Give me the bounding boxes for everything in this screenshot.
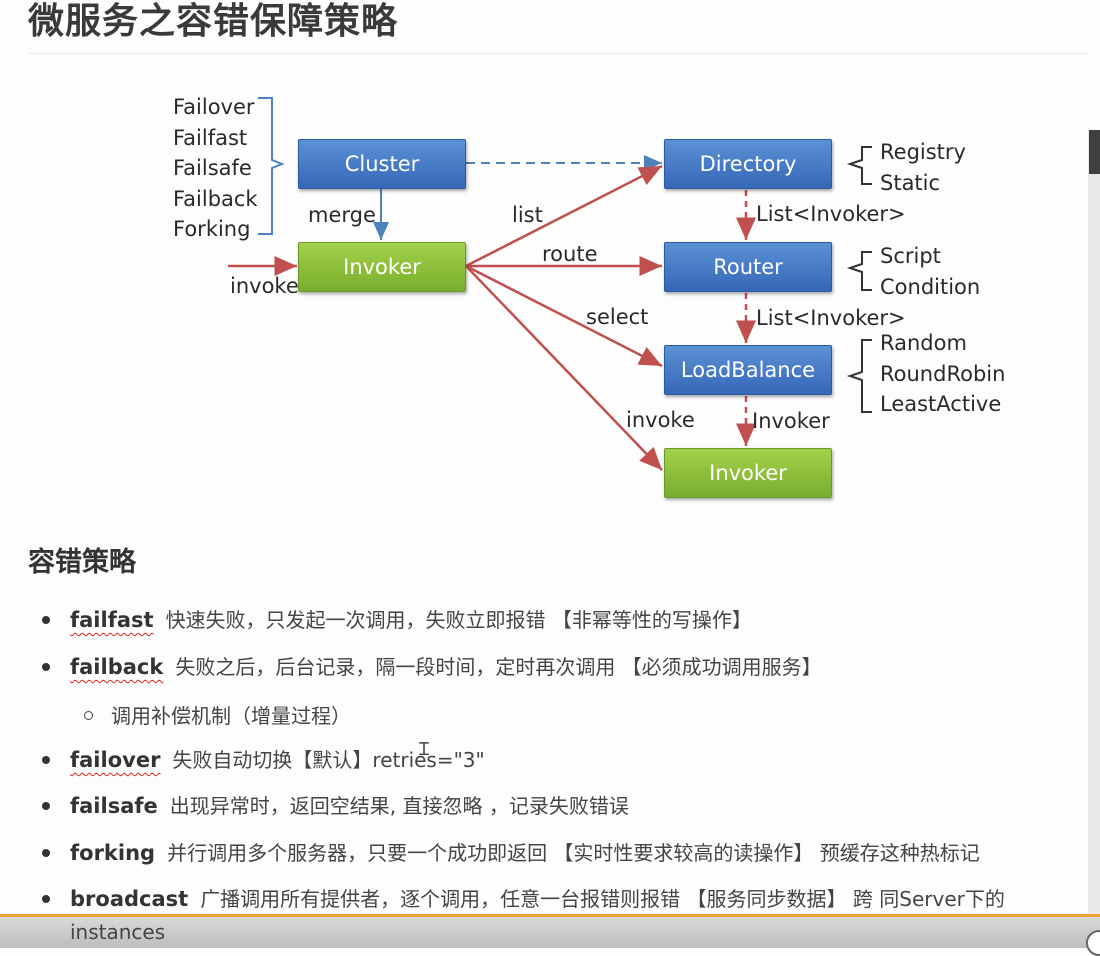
cluster-mode-forking: Forking [173,217,251,241]
cluster-mode-failback: Failback [173,186,258,211]
strategy-forking: forking 并行调用多个服务器，只要一个成功即返回 【实时性要求较高的读操作】… [42,837,980,866]
strategy-desc: 广播调用所有提供者，逐个调用，任意一台报错则报错 【服务同步数据】 跨 同Ser… [200,887,1005,911]
bullet [42,801,50,810]
directory-types-list: Registry Static [880,137,966,198]
cluster-modes-bracket [258,97,285,235]
invoke-out-label: invoke [626,408,695,432]
directory-router-label: List<Invoker> [756,202,906,226]
router-types-list: Script Condition [880,241,980,302]
route-label: route [542,242,598,266]
corner-button[interactable] [1086,930,1100,956]
loadbalance-type-roundrobin: RoundRobin [880,361,1006,386]
diagram-connectors [228,97,872,471]
strategy-failfast: failfast 快速失败，只发起一次调用，失败立即报错 【非幂等性的写操作】 [42,604,752,633]
scrollbar-thumb[interactable] [1089,130,1100,174]
invoker-box-right: Invoker [664,448,832,498]
router-type-script: Script [880,244,941,268]
strategy-broadcast: broadcast 广播调用所有提供者，逐个调用，任意一台报错则报错 【服务同步数… [42,883,1005,912]
strategy-keyword: failfast [70,608,154,632]
progress-line [0,914,1100,917]
loadbalance-invoker-label: Invoker [752,409,830,433]
section-title: 容错策略 [28,547,136,578]
strategy-keyword: failover [70,748,161,772]
bullet [42,755,50,764]
bullet [42,662,50,671]
merge-label: merge [308,203,376,227]
list-arrow [465,164,663,268]
select-label: select [586,305,649,329]
loadbalance-types-list: Random RoundRobin LeastActive [880,328,1005,420]
strategy-failover: failover 失败自动切换【默认】retries="3" [42,744,485,773]
strategy-keyword: failsafe [70,794,158,818]
directory-box: Directory [664,139,832,189]
strategy-failsafe: failsafe 出现异常时，返回空结果, 直接忽略 ，记录失败错误 [42,790,629,819]
strategy-desc: 失败之后，后台记录，隔一段时间，定时再次调用 【必须成功调用服务】 [175,655,822,679]
strategy-desc: 出现异常时，返回空结果, 直接忽略 ，记录失败错误 [169,794,629,818]
directory-type-registry: Registry [880,140,966,164]
cluster-box: Cluster [298,139,466,189]
strategy-keyword: forking [70,841,156,865]
cluster-mode-failover: Failover [173,95,255,119]
select-arrow [465,264,663,368]
list-label: list [512,203,543,227]
router-box: Router [664,242,832,292]
title-divider [28,53,1088,54]
loadbalance-type-leastactive: LeastActive [880,392,1002,416]
bullet [42,848,50,857]
cluster-mode-failsafe: Failsafe [173,156,252,180]
strategy-failback: failback 失败之后，后台记录，隔一段时间，定时再次调用 【必须成功调用服务… [42,651,822,680]
router-types-bracket [846,251,872,291]
continuation-text: instances [70,920,166,944]
scrollbar[interactable] [1088,130,1100,920]
router-loadbalance-label: List<Invoker> [756,306,906,330]
sub-bullet [84,711,93,720]
strategy-desc: 失败自动切换【默认】retries="3" [172,748,485,772]
failback-subitem: 调用补偿机制（增量过程） [84,700,351,729]
strategy-desc: 并行调用多个服务器，只要一个成功即返回 【实时性要求较高的读操作】 预缓存这种热… [167,841,980,865]
strategy-desc: 快速失败，只发起一次调用，失败立即报错 【非幂等性的写操作】 [165,608,752,632]
bottom-bar [0,917,1100,948]
text-cursor-icon: Ɪ [419,739,430,760]
router-type-condition: Condition [880,274,981,299]
invoke-in-label: invoke [230,274,299,298]
loadbalance-box: LoadBalance [664,345,832,395]
directory-type-static: Static [880,170,941,195]
cluster-modes-list: Failover Failfast Failsafe Failback Fork… [173,92,258,245]
architecture-diagram: Failover Failfast Failsafe Failback Fork… [173,92,1005,498]
bullet [42,615,50,624]
bullet [42,894,50,903]
loadbalance-type-random: Random [880,331,967,355]
strategy-keyword: broadcast [70,887,189,911]
directory-types-bracket [846,146,872,185]
cluster-mode-failfast: Failfast [173,125,248,150]
strategy-keyword: failback [70,655,164,679]
invoker-box-left: Invoker [298,242,466,292]
invoke-out-arrow [465,265,663,471]
failback-sub-text: 调用补偿机制（增量过程） [111,704,351,728]
loadbalance-types-bracket [846,339,872,413]
page-title: 微服务之容错保障策略 [28,1,399,42]
